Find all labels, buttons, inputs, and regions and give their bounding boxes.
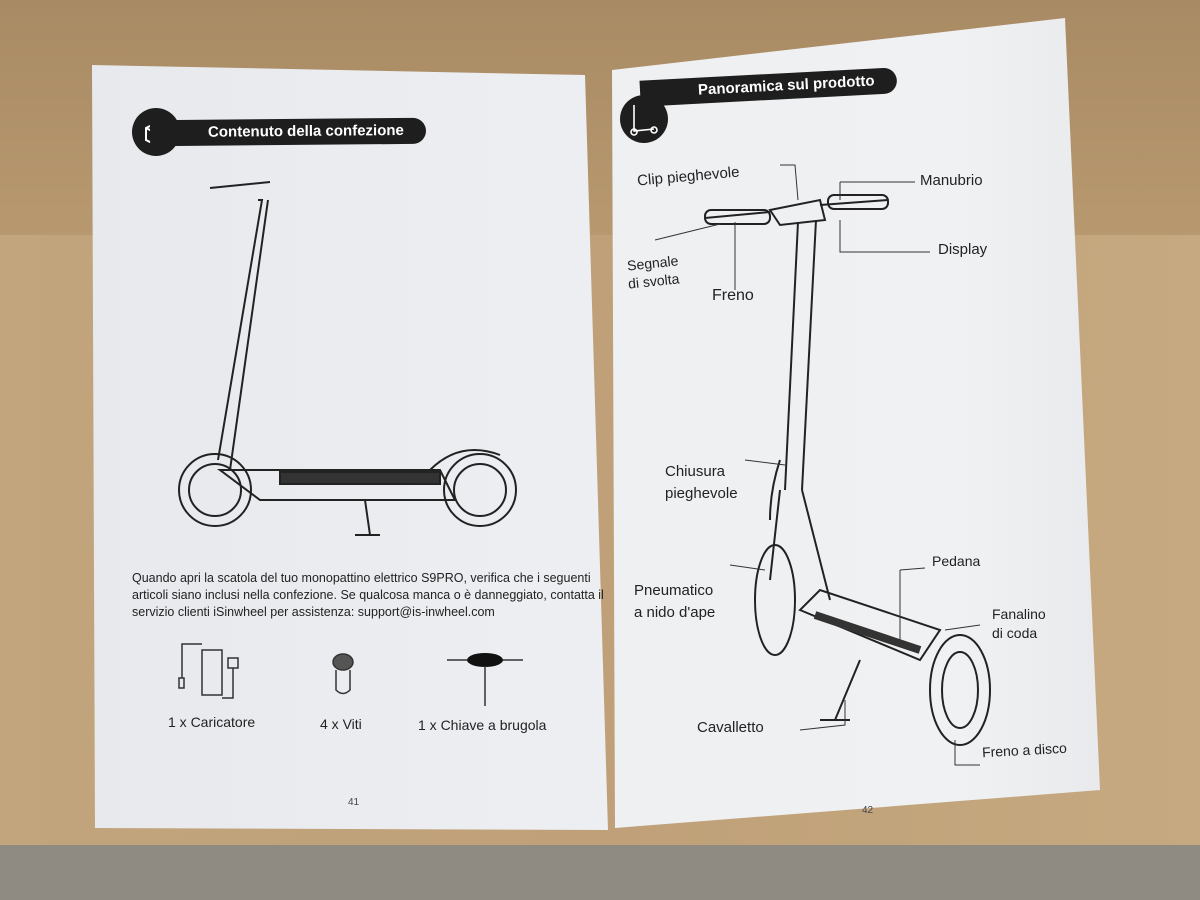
label-kickstand: Cavalletto [697, 719, 764, 736]
item-hex-key-label: 1 x Chiave a brugola [418, 717, 547, 733]
label-handlebar: Manubrio [920, 172, 983, 189]
label-folding-lock-line2: pieghevole [665, 485, 738, 502]
page-number-right: 42 [862, 805, 874, 816]
page-number-left: 41 [348, 797, 360, 808]
label-brake: Freno [712, 287, 754, 304]
label-taillight-line1: Fanalino [992, 606, 1046, 622]
screw-icon [332, 653, 354, 695]
charger-icon [178, 643, 239, 699]
scooter-illustration [178, 181, 517, 536]
label-deck: Pedana [932, 553, 981, 569]
item-charger-label: 1 x Caricatore [168, 714, 256, 730]
label-tire-line2: a nido d'ape [634, 604, 716, 621]
label-folding-lock-line1: Chiusura [665, 463, 726, 480]
item-screws-label: 4 x Viti [320, 716, 362, 732]
label-display: Display [938, 241, 988, 258]
scooter-diagram [654, 164, 991, 766]
section-header-contents: Contenuto della confezione [149, 117, 426, 147]
floor [0, 845, 1200, 900]
label-taillight-line2: di coda [992, 625, 1038, 641]
label-tire-line1: Pneumatico [634, 582, 714, 599]
contents-description: Quando apri la scatola del tuo monopatti… [132, 571, 604, 619]
hex-key-icon [447, 653, 523, 706]
